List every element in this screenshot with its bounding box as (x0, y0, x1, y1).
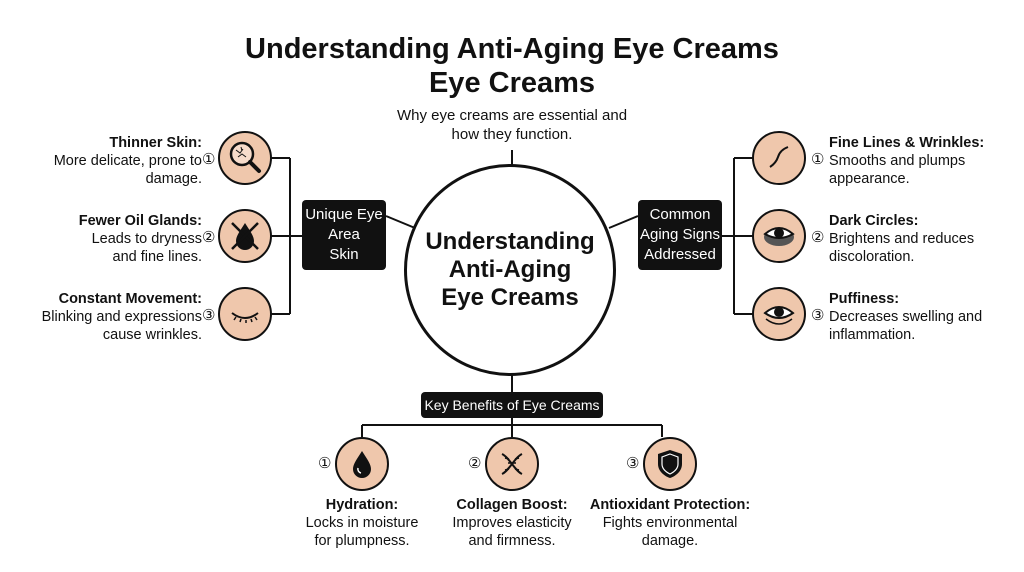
center-line-2: Anti-Aging (448, 256, 572, 283)
dark-eye-icon (752, 209, 806, 263)
title-line-2: Eye Creams (428, 67, 596, 99)
center-title: Understanding Anti-Aging Eye Creams (425, 228, 594, 312)
puffy-eye-icon (752, 287, 806, 341)
water-drop-icon (335, 437, 389, 491)
subtitle-line-1: Why eye creams are essential and (396, 107, 628, 124)
item-desc-line-2: damage. (145, 171, 202, 187)
right-item-puffiness: Puffiness: Decreases swelling and inflam… (829, 290, 1019, 344)
item-desc-line-1: More delicate, prone to (53, 153, 202, 169)
left-label-line-1: Unique Eye (305, 206, 383, 223)
benefit-collagen-boost: Collagen Boost: Improves elasticity and … (422, 496, 602, 550)
left-label-line-2: Area (328, 226, 360, 243)
number-badge: ③ (626, 455, 640, 472)
number-badge: ① (202, 151, 216, 168)
number-badge: ③ (202, 307, 216, 324)
item-desc-line-2: appearance. (829, 171, 910, 187)
item-desc-line-1: Improves elasticity (452, 515, 572, 531)
center-line-1: Understanding (425, 228, 595, 255)
common-aging-signs-label: Common Aging Signs Addressed (638, 200, 722, 270)
item-desc-line-1: Brightens and reduces (829, 231, 975, 247)
number-badge: ② (468, 455, 482, 472)
key-benefits-label: Key Benefits of Eye Creams (421, 392, 603, 418)
item-desc-line-2: and fine lines. (112, 249, 202, 265)
right-label-line-3: Addressed (644, 246, 716, 263)
center-line-3: Eye Creams (441, 284, 579, 311)
right-label-line-1: Common (649, 206, 711, 223)
wrinkle-line-icon (752, 131, 806, 185)
item-desc-line-2: for plumpness. (314, 533, 410, 549)
item-title: Dark Circles: (829, 213, 919, 229)
item-title: Collagen Boost: (456, 497, 568, 513)
item-desc-line-2: inflammation. (829, 327, 916, 343)
right-label-line-2: Aging Signs (639, 226, 721, 243)
item-title: Fine Lines & Wrinkles: (829, 135, 985, 151)
title-line-1: Understanding Anti-Aging Eye Creams (245, 33, 779, 65)
item-desc-line-2: cause wrinkles. (102, 327, 202, 343)
center-circle: Understanding Anti-Aging Eye Creams (404, 164, 616, 376)
number-badge: ② (811, 229, 825, 246)
number-badge: ② (202, 229, 216, 246)
item-title: Fewer Oil Glands: (78, 213, 202, 229)
item-title: Thinner Skin: (109, 135, 202, 151)
number-badge: ① (811, 151, 825, 168)
left-item-thinner-skin: Thinner Skin: More delicate, prone to da… (12, 134, 202, 188)
item-desc-line-2: discoloration. (829, 249, 915, 265)
item-desc-line-1: Locks in moisture (305, 515, 419, 531)
dna-icon (485, 437, 539, 491)
item-title: Constant Movement: (58, 291, 202, 307)
left-label-line-3: Skin (329, 246, 359, 263)
right-item-fine-lines: Fine Lines & Wrinkles: Smooths and plump… (829, 134, 1019, 188)
number-badge: ③ (811, 307, 825, 324)
item-title: Antioxidant Protection: (589, 497, 751, 513)
closed-eye-icon (218, 287, 272, 341)
number-badge: ① (318, 455, 332, 472)
item-desc-line-2: damage. (641, 533, 699, 549)
right-item-dark-circles: Dark Circles: Brightens and reduces disc… (829, 212, 1019, 266)
item-desc-line-1: Leads to dryness (91, 231, 202, 247)
benefit-hydration: Hydration: Locks in moisture for plumpne… (272, 496, 452, 550)
item-title: Hydration: (325, 497, 399, 513)
item-desc-line-1: Smooths and plumps (829, 153, 966, 169)
item-title: Puffiness: (829, 291, 900, 307)
shield-icon (643, 437, 697, 491)
magnifier-skin-icon (218, 131, 272, 185)
item-desc-line-1: Blinking and expressions (41, 309, 202, 325)
left-item-fewer-oil-glands: Fewer Oil Glands: Leads to dryness and f… (12, 212, 202, 266)
subtitle: Why eye creams are essential and how the… (362, 106, 662, 144)
benefit-antioxidant-protection: Antioxidant Protection: Fights environme… (580, 496, 760, 550)
item-desc-line-1: Decreases swelling and (829, 309, 983, 325)
unique-eye-area-skin-label: Unique Eye Area Skin (302, 200, 386, 270)
subtitle-line-2: how they function. (451, 126, 573, 143)
page-title: Understanding Anti-Aging Eye Creams Eye … (0, 32, 1024, 100)
item-desc-line-2: and firmness. (468, 533, 556, 549)
item-desc-line-1: Fights environmental (602, 515, 738, 531)
left-item-constant-movement: Constant Movement: Blinking and expressi… (12, 290, 202, 344)
crossed-oil-drop-icon (218, 209, 272, 263)
